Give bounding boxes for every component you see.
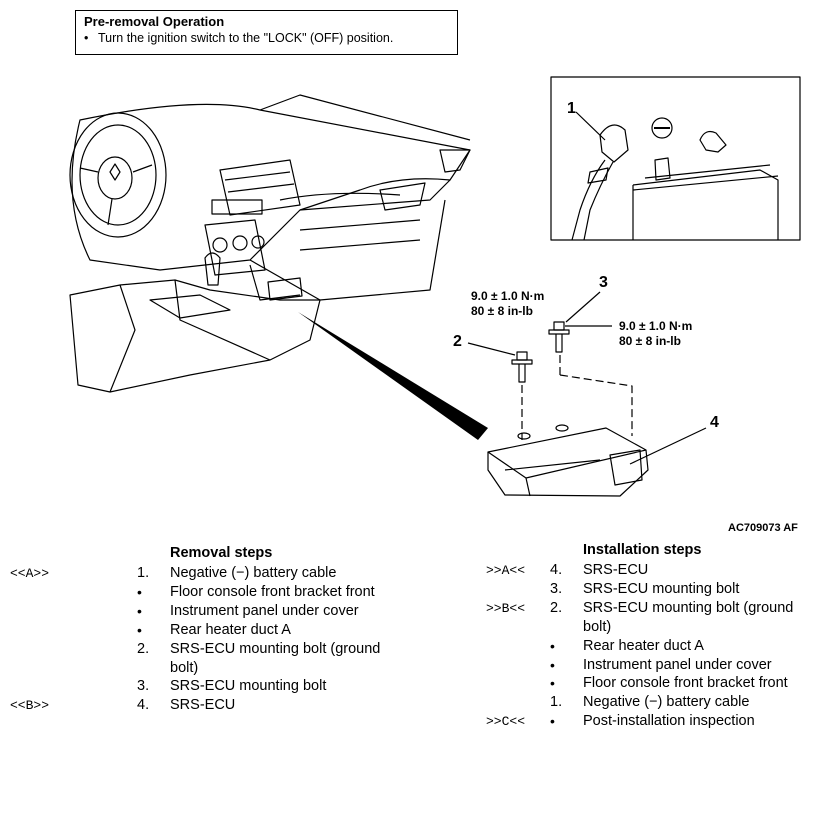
step-text: Instrument panel under cover [583, 656, 772, 673]
step-text: Negative (−) battery cable [583, 694, 750, 711]
srs-ecu-drawing [487, 424, 649, 497]
step-number: 4. [550, 562, 563, 578]
installation-steps-title: Installation steps [583, 542, 702, 558]
pre-removal-box: Pre-removal Operation • Turn the ignition… [75, 10, 458, 55]
negative-terminal-icon [651, 117, 673, 139]
step-text: SRS-ECU mounting bolt [170, 678, 327, 695]
bolt-3-drawing [548, 321, 570, 353]
bolt-2-drawing [511, 351, 533, 383]
step-number: • [137, 602, 142, 619]
pre-removal-bullet: • Turn the ignition switch to the "LOCK" … [84, 30, 449, 47]
step-number: • [550, 713, 555, 730]
step-number: • [550, 637, 555, 654]
step-number: 1. [137, 565, 150, 581]
pointer-wedge [298, 312, 488, 440]
step-number: 4. [137, 697, 150, 714]
torque-label-bolt-2: 9.0 ± 1.0 N·m 80 ± 8 in-lb [471, 289, 544, 319]
step-number: • [550, 656, 555, 673]
step-number: 3. [137, 678, 150, 695]
torque-nm: 9.0 ± 1.0 N·m [619, 319, 693, 333]
torque-inlb: 80 ± 8 in-lb [471, 304, 533, 318]
steering-wheel-drawing [69, 112, 167, 238]
callout-4: 4 [710, 414, 719, 431]
step-number: • [137, 621, 142, 638]
step-reference-tag: >>C<< [486, 714, 526, 730]
battery-drawing [571, 124, 779, 241]
step-text: Post-installation inspection [583, 713, 755, 730]
callout-2: 2 [453, 333, 462, 350]
step-text-continued: bolt) [170, 659, 199, 676]
bullet-dot: • [84, 31, 89, 45]
step-reference-tag: >>B<< [486, 600, 526, 616]
step-text: SRS-ECU mounting bolt (ground [583, 599, 794, 616]
step-number: 1. [550, 694, 563, 711]
dashboard-drawing [71, 94, 471, 301]
step-reference-tag: >>A<< [486, 563, 526, 578]
step-reference-tag: <<B>> [10, 698, 50, 714]
step-text: SRS-ECU [170, 697, 236, 714]
torque-label-bolt-3: 9.0 ± 1.0 N·m 80 ± 8 in-lb [619, 319, 692, 349]
step-text: Floor console front bracket front [170, 583, 375, 600]
step-text: Rear heater duct A [170, 621, 291, 638]
step-text-continued: bolt) [583, 618, 612, 635]
step-text: Floor console front bracket front [583, 675, 788, 692]
callout-1: 1 [567, 100, 576, 117]
pre-removal-text: Turn the ignition switch to the "LOCK" (… [98, 31, 394, 45]
step-number: 2. [550, 599, 563, 616]
step-text: Rear heater duct A [583, 637, 704, 654]
removal-steps-title: Removal steps [170, 545, 273, 561]
step-text: Instrument panel under cover [170, 602, 359, 619]
step-number: • [137, 583, 142, 600]
step-text: SRS-ECU [583, 562, 649, 578]
step-text: SRS-ECU mounting bolt [583, 580, 740, 597]
step-number: 2. [137, 640, 150, 657]
step-reference-tag: <<A>> [10, 566, 50, 581]
torque-nm: 9.0 ± 1.0 N·m [471, 289, 545, 303]
pre-removal-title: Pre-removal Operation [84, 14, 225, 29]
step-number: • [550, 675, 555, 692]
console-drawing [69, 252, 321, 393]
figure-code: AC709073 AF [728, 522, 798, 534]
torque-inlb: 80 ± 8 in-lb [619, 334, 681, 348]
step-number: 3. [550, 580, 563, 597]
step-text: SRS-ECU mounting bolt (ground [170, 640, 381, 657]
step-text: Negative (−) battery cable [170, 565, 337, 581]
callout-3: 3 [599, 274, 608, 291]
srs-ecu-illustration [69, 76, 801, 497]
battery-inset-frame [550, 76, 801, 241]
